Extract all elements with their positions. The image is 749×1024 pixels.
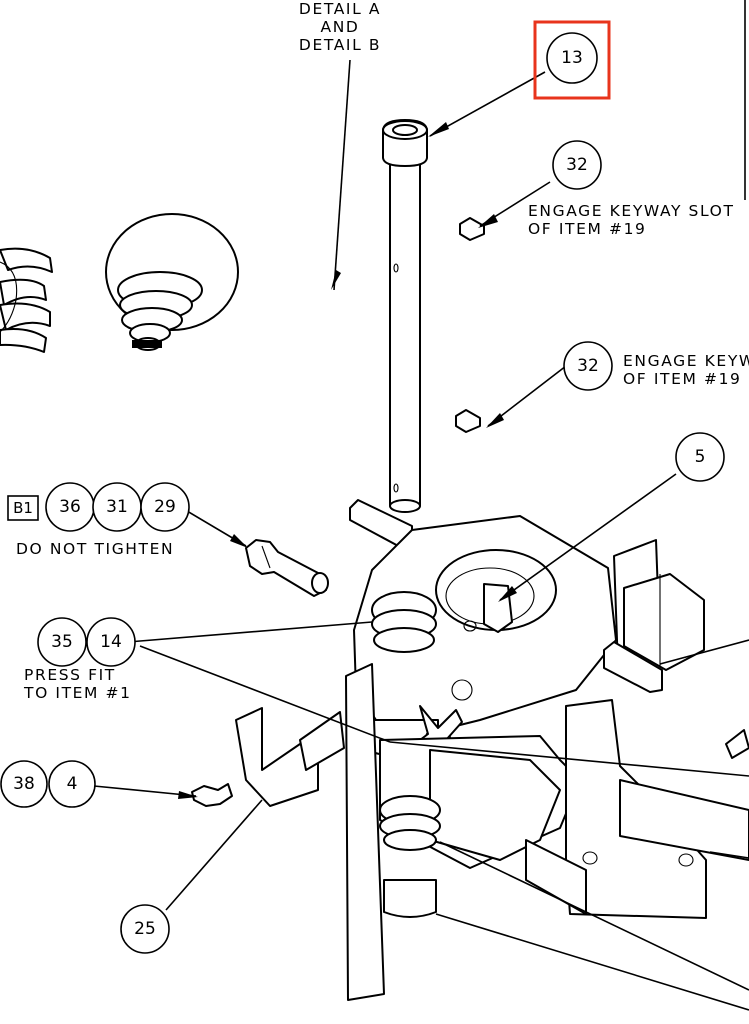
- balloon-5: 5: [675, 432, 725, 482]
- balloon-38-label: 38: [13, 774, 35, 794]
- balloon-29: 29: [140, 482, 190, 532]
- press-fit-note-line1: PRESS FIT: [24, 666, 116, 684]
- engage-note-1-line1: ENGAGE KEYWAY SLOT: [528, 202, 735, 220]
- lower-bearing-part: [379, 795, 441, 918]
- balloon-31-label: 31: [106, 497, 128, 517]
- actuator-block-part: [603, 539, 705, 693]
- balloon-14: 14: [86, 617, 136, 667]
- engage-note-2-line1: ENGAGE KEYW: [623, 352, 749, 370]
- detail-note-line1: DETAIL A: [299, 0, 381, 18]
- balloon-4-label: 4: [67, 774, 78, 794]
- balloon-32-upper: 32: [552, 140, 602, 190]
- do-not-tighten-note: DO NOT TIGHTEN: [16, 540, 174, 558]
- balloon-13-label: 13: [561, 48, 583, 68]
- spring-clip-part: [0, 247, 53, 353]
- balloon-32-upper-label: 32: [566, 155, 588, 175]
- balloon-36: 36: [45, 482, 95, 532]
- balloon-25-label: 25: [134, 919, 156, 939]
- detail-note-line2: AND: [321, 18, 360, 36]
- dowel-pin-32-upper: [459, 217, 485, 241]
- balloon-32-lower: 32: [563, 341, 613, 391]
- screw-part: [191, 783, 233, 807]
- balloon-31: 31: [92, 482, 142, 532]
- engage-note-2-line2: OF ITEM #19: [623, 370, 742, 388]
- balloon-13: 13: [546, 32, 598, 84]
- dowel-pin-32-lower: [455, 409, 481, 433]
- lower-frame-part: [345, 663, 749, 1001]
- detail-note-line3: DETAIL B: [299, 36, 381, 54]
- balloon-35-label: 35: [51, 632, 73, 652]
- balloon-25: 25: [120, 904, 170, 954]
- balloon-35: 35: [37, 617, 87, 667]
- balloon-4: 4: [48, 760, 96, 808]
- detail-reference-box: B1: [7, 495, 39, 521]
- leader-lines: [93, 0, 749, 1011]
- balloon-36-label: 36: [59, 497, 81, 517]
- right-pin-part: [725, 729, 749, 759]
- balloon-5-label: 5: [695, 447, 706, 467]
- balloon-14-label: 14: [100, 632, 122, 652]
- flanged-bushing-part: [105, 213, 239, 351]
- press-fit-note-line2: TO ITEM #1: [23, 684, 132, 702]
- long-pin-part: [382, 119, 428, 513]
- detail-reference-label: B1: [13, 499, 33, 517]
- highlight-box: [533, 20, 611, 100]
- bolt-assembly-part: [245, 539, 329, 597]
- clamp-part: [235, 707, 345, 807]
- detail-note: DETAIL A AND DETAIL B: [299, 0, 381, 54]
- balloon-32-lower-label: 32: [577, 356, 599, 376]
- engage-note-1-line2: OF ITEM #19: [528, 220, 647, 238]
- balloon-29-label: 29: [154, 497, 176, 517]
- balloon-38: 38: [0, 760, 48, 808]
